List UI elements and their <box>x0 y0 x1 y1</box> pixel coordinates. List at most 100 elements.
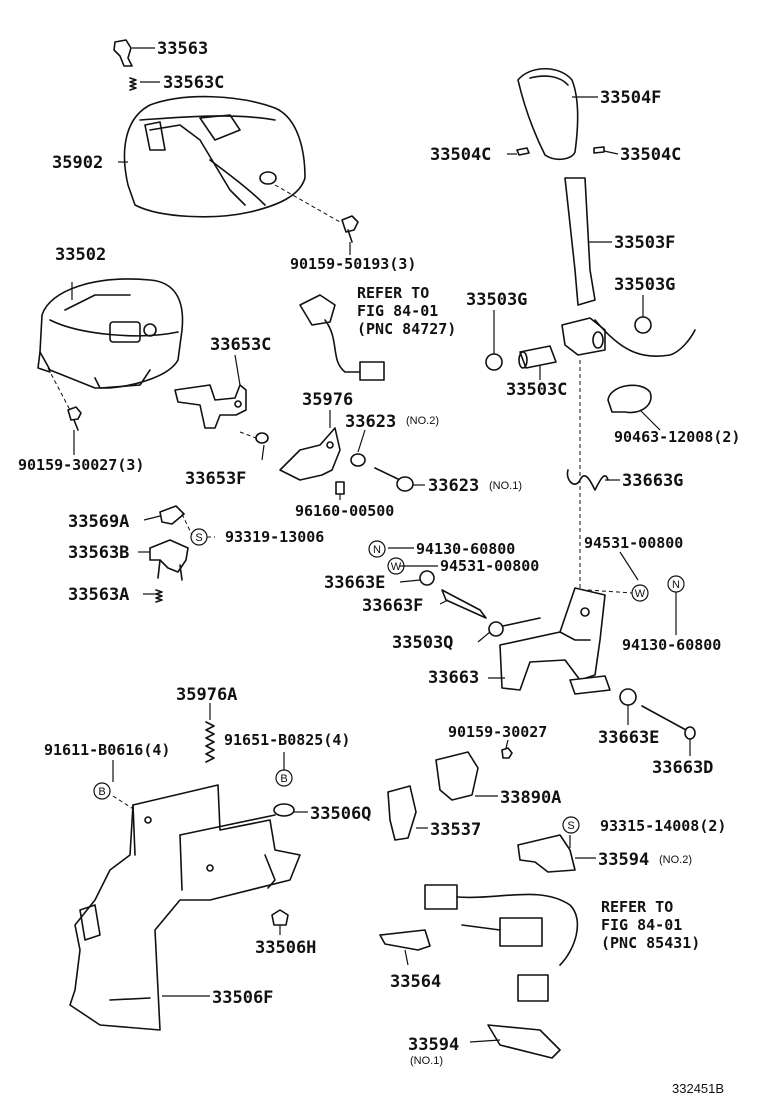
label-91651-b0825: 91651-B0825(4) <box>224 731 350 749</box>
label-35902: 35902 <box>52 153 103 173</box>
svg-text:S: S <box>567 820 574 832</box>
label-33663g: 33663G <box>622 471 683 491</box>
label-33623-no1: 33623 <box>428 476 479 496</box>
label-90159-30027-3: 90159-30027(3) <box>18 456 144 474</box>
part-33663g-spring <box>566 469 609 491</box>
part-33890a-switch <box>435 751 479 801</box>
label-33564: 33564 <box>390 972 441 992</box>
part-33504f-knob <box>517 68 579 161</box>
label-33503g-right: 33503G <box>614 275 675 295</box>
label-94531-00800-left: 94531-00800 <box>440 557 539 575</box>
label-90159-50193: 90159-50193(3) <box>290 255 416 273</box>
label-33503f: 33503F <box>614 233 675 253</box>
part-33503q-bolt <box>488 617 541 637</box>
label-33563a: 33563A <box>68 585 129 605</box>
label-33663d: 33663D <box>652 758 713 778</box>
part-33623-no1-bolt <box>374 467 414 492</box>
part-33563a-spring <box>155 589 163 603</box>
symbol-n-1: N <box>368 540 386 558</box>
label-33663e-right: 33663E <box>598 728 659 748</box>
label-33503g-left: 33503G <box>466 290 527 310</box>
part-33569a-bracket <box>159 505 185 525</box>
part-33503g-left-bushing <box>485 353 503 371</box>
svg-text:W: W <box>391 561 402 573</box>
label-33569a: 33569A <box>68 512 129 532</box>
part-33663d-bolt <box>641 705 696 740</box>
label-33563b: 33563B <box>68 543 129 563</box>
part-harness-connector <box>424 884 579 1002</box>
svg-text:B: B <box>280 773 287 785</box>
svg-text:REFER TO: REFER TO <box>357 284 429 302</box>
diagram-id: 332451B <box>672 1081 724 1096</box>
label-33503c: 33503C <box>506 380 567 400</box>
part-33623-no2-nut <box>350 453 366 467</box>
symbol-w-1: W <box>387 557 405 575</box>
part-33594-no1-bracket <box>487 1024 561 1059</box>
sublabel-no2-b: (NO.2) <box>659 854 692 866</box>
symbol-b-2: B <box>275 769 293 787</box>
label-93315-14008: 93315-14008(2) <box>600 817 726 835</box>
part-33503c-sleeve <box>518 345 557 369</box>
part-33506h-nut <box>271 909 289 926</box>
part-96160-00500-pin <box>335 481 345 495</box>
reference-note-2: REFER TO FIG 84-01 (PNC 85431) <box>601 898 700 952</box>
part-35976-harness <box>279 294 385 481</box>
part-33506f-bracket <box>69 784 301 1031</box>
svg-text:(PNC 84727): (PNC 84727) <box>357 320 456 338</box>
label-93319-13006: 93319-13006 <box>225 528 324 546</box>
label-33653c: 33653C <box>210 335 271 355</box>
part-33663e-left-collar <box>419 570 435 586</box>
label-33594-no2: 33594 <box>598 850 649 870</box>
sublabel-no2-a: (NO.2) <box>406 415 439 427</box>
part-90159-50193-screw <box>341 215 359 243</box>
symbol-b-1: B <box>93 782 111 800</box>
part-33563-clip <box>113 39 133 67</box>
label-33663e-left: 33663E <box>324 573 385 593</box>
svg-text:N: N <box>672 579 680 591</box>
label-33506h: 33506H <box>255 938 316 958</box>
label-90463-12008: 90463-12008(2) <box>614 428 740 446</box>
label-94130-60800-left: 94130-60800 <box>416 540 515 558</box>
label-33653f: 33653F <box>185 469 246 489</box>
label-33563: 33563 <box>157 39 208 59</box>
part-90159-30027-screw <box>67 406 82 431</box>
part-33563b-plate <box>149 539 189 581</box>
part-35976a-spring <box>205 721 215 763</box>
label-33506f: 33506F <box>212 988 273 1008</box>
label-33594-no1: 33594 <box>408 1035 459 1055</box>
symbol-w-2: W <box>631 584 649 602</box>
label-33504c-right: 33504C <box>620 145 681 165</box>
label-91611-b0616: 91611-B0616(4) <box>44 741 170 759</box>
svg-text:(PNC 85431): (PNC 85431) <box>601 934 700 952</box>
label-96160-00500: 96160-00500 <box>295 502 394 520</box>
part-33504c-left-screw <box>516 147 530 156</box>
label-33663f: 33663F <box>362 596 423 616</box>
part-33502-housing <box>37 278 184 389</box>
label-33663: 33663 <box>428 668 479 688</box>
label-33506q: 33506Q <box>310 804 371 824</box>
part-33663f-pin <box>441 589 487 619</box>
sublabel-no1-a: (NO.1) <box>489 480 522 492</box>
label-94130-60800-right: 94130-60800 <box>622 636 721 654</box>
label-35976a: 35976A <box>176 685 237 705</box>
label-33503q: 33503Q <box>392 633 453 653</box>
part-33663e-right-collar <box>619 688 637 706</box>
part-90463-12008-clamp <box>607 384 652 414</box>
label-33890a: 33890A <box>500 788 561 808</box>
svg-text:N: N <box>373 544 381 556</box>
part-33653f-collar <box>255 432 269 444</box>
part-33503g-right-bushing <box>634 316 652 334</box>
label-94531-00800-right: 94531-00800 <box>584 534 683 552</box>
label-33623-no2: 33623 <box>345 412 396 432</box>
label-35976: 35976 <box>302 390 353 410</box>
part-33663-bracket <box>499 587 606 691</box>
svg-text:REFER TO: REFER TO <box>601 898 673 916</box>
part-33506q-grommet <box>273 803 295 817</box>
svg-text:B: B <box>98 786 105 798</box>
part-33663-shaft <box>569 675 611 695</box>
sublabel-no1-b: (NO.1) <box>410 1055 443 1067</box>
label-33537: 33537 <box>430 820 481 840</box>
label-33502: 33502 <box>55 245 106 265</box>
part-33653c-lever <box>174 384 247 429</box>
